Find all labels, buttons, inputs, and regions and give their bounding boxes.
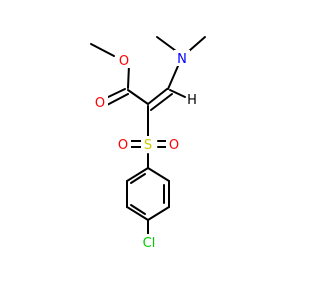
ring-inner-3 bbox=[130, 173, 146, 184]
oxygen-sulfonyl-left-atom: O bbox=[115, 136, 131, 153]
chlorine-atom: Cl bbox=[138, 234, 160, 251]
ring-bond-6 bbox=[126, 167, 149, 182]
sulfur-atom: S bbox=[141, 136, 155, 153]
hydrogen-label: H bbox=[187, 93, 197, 108]
ring-bond-4 bbox=[126, 206, 149, 221]
bond-alpha-beta-2 bbox=[150, 93, 173, 111]
bond-alpha-beta-1 bbox=[147, 88, 168, 105]
ring-bond-3 bbox=[147, 206, 170, 221]
bonds bbox=[90, 36, 206, 235]
bond-n-methyl-right bbox=[188, 36, 206, 52]
ring-inner-2 bbox=[130, 204, 146, 215]
bond-beta-n bbox=[167, 65, 179, 90]
bond-n-methyl-left bbox=[156, 36, 177, 52]
chlorine-label: Cl bbox=[143, 236, 156, 251]
atom-labels: O O N H S O O Cl bbox=[92, 50, 198, 251]
hydrogen-atom: H bbox=[186, 92, 198, 108]
sulfur-label: S bbox=[144, 138, 152, 153]
oxygen-carbonyl-label: O bbox=[95, 96, 105, 111]
ring-bond-1 bbox=[147, 167, 170, 182]
bond-carbonyl-alpha bbox=[127, 89, 149, 105]
bond-o-carbonyl-c bbox=[127, 64, 130, 89]
oxygen-sulfonyl-left-label: O bbox=[118, 138, 128, 153]
bond-c-h bbox=[169, 89, 186, 98]
oxygen-sulfonyl-right-label: O bbox=[169, 138, 179, 153]
bond-c-o-double-2 bbox=[106, 93, 129, 106]
nitrogen-atom: N bbox=[174, 50, 190, 67]
bond-methyl-o bbox=[90, 43, 115, 57]
oxygen-sulfonyl-right-atom: O bbox=[166, 136, 182, 153]
oxygen-methoxy-label: O bbox=[119, 54, 129, 69]
molecule-structure: O O N H S O O Cl bbox=[90, 36, 206, 251]
oxygen-methoxy-atom: O bbox=[116, 52, 132, 69]
nitrogen-label: N bbox=[177, 52, 187, 67]
oxygen-carbonyl-atom: O bbox=[92, 94, 108, 111]
